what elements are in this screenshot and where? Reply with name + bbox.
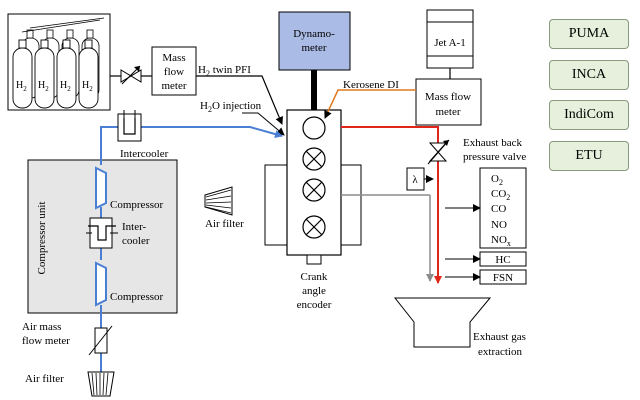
exhaust-back-label-2: pressure valve bbox=[463, 151, 526, 163]
h2-twin-pfi-label: H2 twin PFI bbox=[198, 64, 251, 78]
air-mass-flow-meter-label-2: flow meter bbox=[22, 335, 70, 347]
air-filter-left-label: Air filter bbox=[25, 373, 64, 385]
lambda-label: λ bbox=[412, 174, 418, 186]
dynamometer-label-1: Dynamo- bbox=[293, 28, 335, 40]
cylinder-1 bbox=[302, 147, 326, 171]
h2-control-valve bbox=[120, 65, 142, 85]
lambda-sensor: λ bbox=[406, 167, 434, 191]
inter-cooler-label-2: cooler bbox=[122, 235, 150, 247]
h2-label: H2 bbox=[16, 80, 27, 93]
cylinder-2 bbox=[302, 178, 326, 202]
hc-analyzer: HC bbox=[479, 251, 527, 267]
crank-angle-label-1: Crank bbox=[301, 271, 328, 283]
emission-co: CO bbox=[491, 203, 506, 215]
jet-a1-tank: Jet A-1 bbox=[426, 9, 474, 69]
air-mass-flow-meter: Air mass flow meter bbox=[22, 321, 113, 356]
system-puma: PUMA bbox=[549, 19, 629, 49]
h2-mass-flow-meter: Mass flow meter bbox=[151, 46, 197, 96]
crank-angle-label-2: angle bbox=[302, 285, 326, 297]
air-filter-mid: Air filter bbox=[204, 186, 244, 230]
crank-angle-encoder bbox=[306, 254, 322, 265]
compressor-bottom-label: Compressor bbox=[110, 291, 164, 303]
mass-flow-meter-label-3: meter bbox=[161, 80, 186, 92]
mass-flow-meter-label-1: Mass bbox=[162, 52, 185, 64]
inter-cooler-label-1: Inter- bbox=[122, 221, 147, 233]
kerosene-mass-flow-meter: Mass flow meter bbox=[415, 78, 482, 126]
exhaust-back-pressure-valve: Exhaust back pressure valve bbox=[427, 137, 526, 165]
engine bbox=[264, 109, 362, 256]
fsn-analyzer: FSN bbox=[479, 269, 527, 285]
h2o-injection-label: H2O injection bbox=[200, 100, 262, 114]
air-path bbox=[100, 126, 283, 372]
exhaust-extraction-label-2: extraction bbox=[478, 346, 522, 358]
jet-a1-label: Jet A-1 bbox=[434, 37, 465, 49]
air-filter-mid-label: Air filter bbox=[205, 218, 244, 230]
kerosene-di-label: Kerosene DI bbox=[343, 79, 399, 91]
h2-label: H2 bbox=[82, 80, 93, 93]
dynamometer-shaft bbox=[311, 70, 317, 110]
compressor-bottom: Compressor bbox=[95, 261, 164, 307]
compressor-top: Compressor bbox=[95, 166, 164, 211]
kerosene-di-line bbox=[324, 89, 416, 119]
air-filter-bottom: Air filter bbox=[25, 371, 115, 397]
cylinder-3 bbox=[302, 215, 326, 239]
fsn-label: FSN bbox=[493, 272, 513, 284]
emission-co2: CO2 bbox=[491, 188, 510, 202]
exhaust-path bbox=[341, 126, 442, 284]
air-mass-flow-meter-label-1: Air mass bbox=[22, 321, 61, 333]
compressor-top-label: Compressor bbox=[110, 199, 164, 211]
compressor-unit-label: Compressor unit bbox=[36, 201, 48, 274]
hc-label: HC bbox=[495, 254, 510, 266]
h2-pfi-line bbox=[196, 75, 283, 125]
exhaust-back-label-1: Exhaust back bbox=[463, 137, 522, 149]
intercooler-label: Intercooler bbox=[120, 148, 169, 160]
system-etu: ETU bbox=[549, 141, 629, 171]
h2-label: H2 bbox=[60, 80, 71, 93]
mass-flow-right-label-1: Mass flow bbox=[425, 91, 471, 103]
h2-label: H2 bbox=[38, 80, 49, 93]
intercooler: Intercooler bbox=[117, 110, 169, 160]
system-inca: INCA bbox=[549, 60, 629, 90]
dynamometer-label-2: meter bbox=[301, 42, 326, 54]
mass-flow-right-label-2: meter bbox=[435, 106, 460, 118]
injector-circle bbox=[302, 116, 326, 140]
exhaust-gas-extraction: Exhaust gas extraction bbox=[393, 297, 526, 358]
h2o-injection-arrow bbox=[242, 112, 285, 136]
emission-no: NO bbox=[491, 219, 507, 231]
emission-analyzer: O2 CO2 CO NO NOx bbox=[479, 167, 527, 249]
mass-flow-meter-label-2: flow bbox=[164, 66, 184, 78]
crank-angle-label-3: encoder bbox=[297, 299, 332, 311]
exhaust-extraction-label-1: Exhaust gas bbox=[473, 331, 526, 343]
system-indicom: IndiCom bbox=[549, 100, 629, 130]
sample-path bbox=[341, 194, 434, 282]
inter-cooler: Inter- cooler bbox=[86, 217, 150, 249]
emission-nox: NOx bbox=[491, 234, 511, 248]
emission-o2: O2 bbox=[491, 173, 503, 187]
h2-cylinder-bundle: H2 H2 H2 H2 bbox=[7, 13, 111, 111]
dynamometer: Dynamo- meter bbox=[278, 11, 351, 71]
